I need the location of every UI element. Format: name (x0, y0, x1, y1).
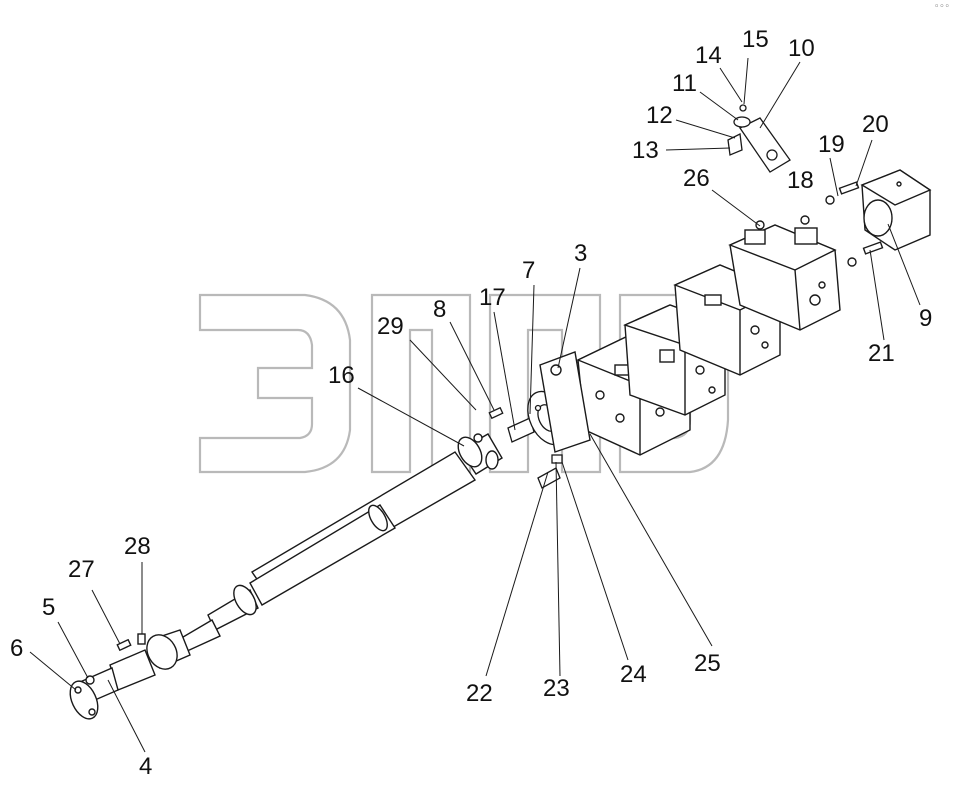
callout-25: 25 (694, 650, 721, 677)
callout-26: 26 (683, 165, 710, 192)
callout-16: 16 (328, 362, 355, 389)
callout-11: 11 (672, 70, 697, 97)
gear-pump (825, 169, 932, 267)
callout-5: 5 (42, 594, 56, 621)
callout-18: 18 (787, 167, 814, 194)
callout-17: 17 (479, 284, 506, 311)
callout-15: 15 (742, 26, 769, 53)
callout-20: 20 (862, 111, 889, 138)
watermark-letter-e (198, 293, 352, 474)
callout-8: 8 (433, 296, 447, 323)
callout-27: 27 (68, 556, 95, 583)
watermark-letter-p1 (370, 293, 472, 474)
callout-28: 28 (124, 533, 151, 560)
callout-21: 21 (868, 340, 895, 367)
callout-12: 12 (646, 102, 673, 129)
cardan-shaft (69, 433, 503, 720)
callout-4: 4 (139, 753, 153, 780)
pump-assembly (539, 215, 841, 456)
callout-9: 9 (919, 305, 933, 332)
bracket-parts (727, 104, 791, 173)
callout-7: 7 (522, 257, 536, 284)
callout-24: 24 (620, 661, 647, 688)
callout-10: 10 (788, 35, 815, 62)
callout-22: 22 (466, 680, 493, 707)
callout-14: 14 (695, 42, 722, 69)
callout-6: 6 (10, 635, 24, 662)
callout-13: 13 (632, 137, 659, 164)
callout-19: 19 (818, 131, 845, 158)
callout-29: 29 (377, 313, 404, 340)
leader-lines (29, 57, 921, 753)
callout-3: 3 (574, 240, 588, 267)
callout-23: 23 (543, 675, 570, 702)
corner-mark: ◦◦◦ (934, 2, 950, 12)
